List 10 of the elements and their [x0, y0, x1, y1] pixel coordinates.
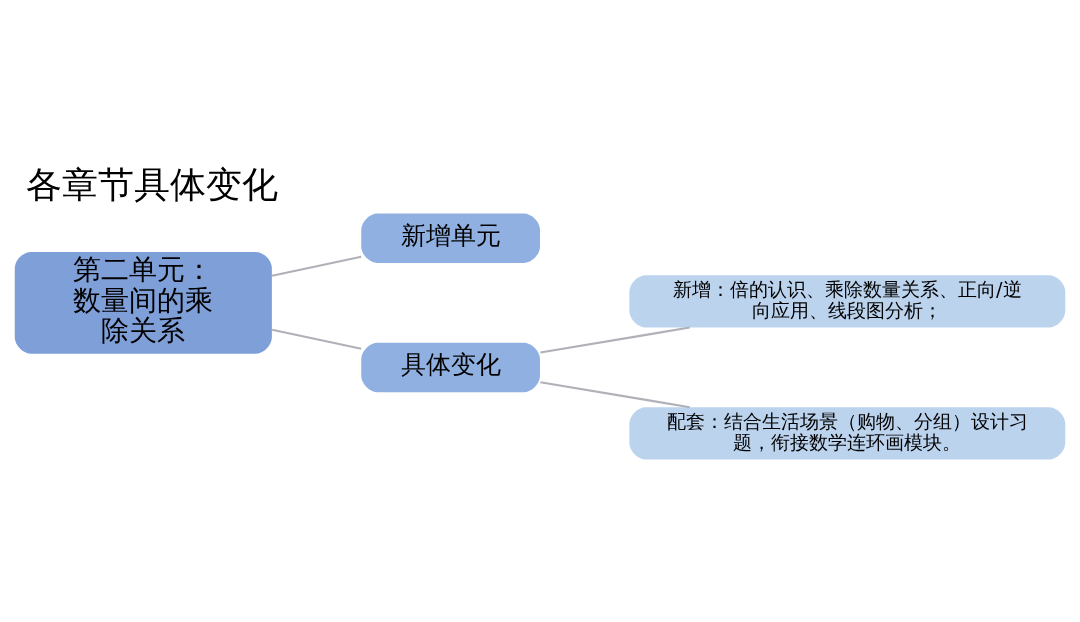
node-box: 第二单元：数量间的乘除关系	[14, 251, 272, 354]
diagram-title: 各章节具体变化	[26, 163, 279, 205]
connector	[540, 326, 690, 354]
node-box: 配套：结合生活场景（购物、分组）设计习题，衔接数学连环画模块。	[629, 407, 1066, 460]
connector	[271, 255, 362, 277]
node-box: 新增：倍的认识、乘除数量关系、正向/逆向应用、线段图分析；	[629, 275, 1066, 328]
node-box: 具体变化	[361, 342, 540, 393]
node-box: 新增单元	[361, 213, 540, 263]
connector	[540, 381, 690, 409]
connector	[271, 328, 362, 350]
